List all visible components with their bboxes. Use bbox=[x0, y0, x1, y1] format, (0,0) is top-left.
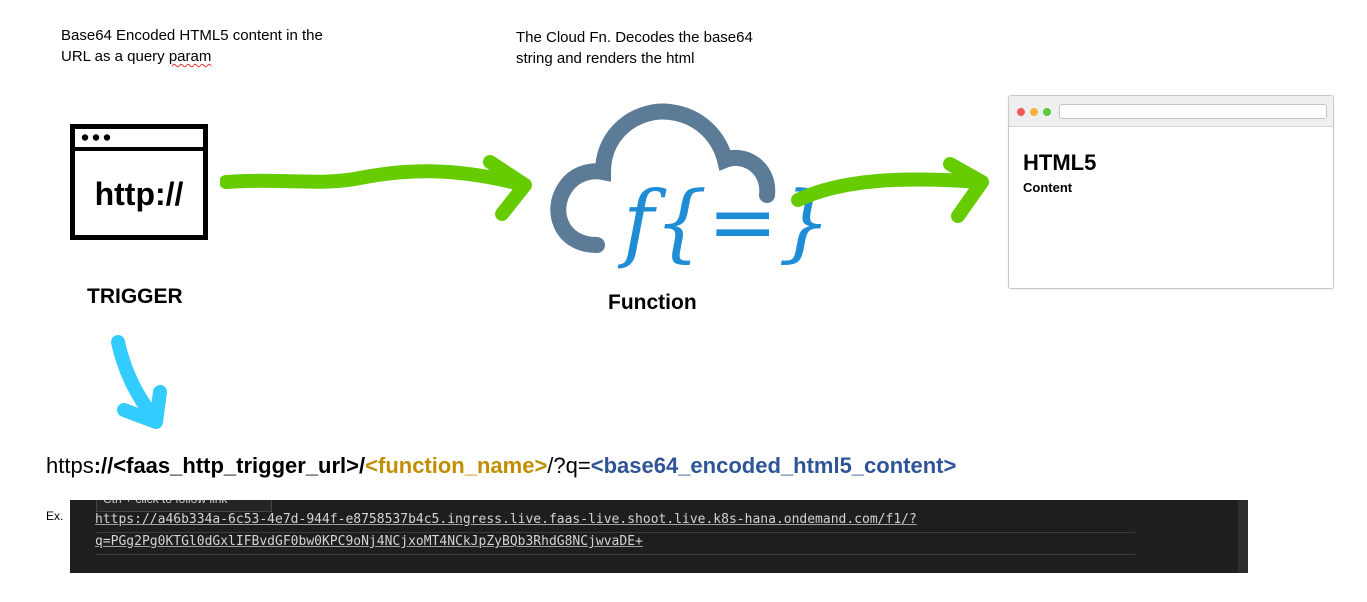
http-window-icon: http:// bbox=[70, 124, 208, 240]
trigger-label: TRIGGER bbox=[87, 285, 183, 308]
address-bar bbox=[1059, 104, 1327, 119]
trigger-caption-line2: URL as a query param bbox=[61, 46, 323, 67]
function-caption: The Cloud Fn. Decodes the base64 string … bbox=[516, 27, 753, 69]
example-url-line2[interactable]: q=PGg2Pg0KTGl0dGxlIFBvdGF0bw0KPC9oNj4NCj… bbox=[95, 534, 643, 549]
url-host-placeholder: <faas_http_trigger_url> bbox=[113, 453, 360, 478]
terminal-panel: Ctrl + click to follow link https://a46b… bbox=[70, 500, 1248, 573]
example-url-line1[interactable]: https://a46b334a-6c53-4e7d-944f-e8758537… bbox=[95, 512, 917, 527]
maximize-dot-icon bbox=[1043, 108, 1051, 116]
minimize-dot-icon bbox=[1030, 108, 1038, 116]
cloud-function-icon: f{=} bbox=[545, 100, 831, 280]
url-sep: / bbox=[359, 453, 366, 478]
terminal-scrollbar[interactable] bbox=[1238, 500, 1248, 573]
browser-heading: HTML5 bbox=[1023, 150, 1097, 175]
url-template: https://<faas_http_trigger_url>/<functio… bbox=[46, 453, 956, 479]
terminal-divider bbox=[95, 554, 1135, 555]
url-scheme: https bbox=[46, 453, 94, 478]
url-payload-placeholder: <base64_encoded_html5_content> bbox=[590, 453, 957, 478]
example-label: Ex. bbox=[46, 509, 64, 523]
spellcheck-word: param bbox=[168, 48, 212, 65]
browser-title-bar bbox=[1009, 96, 1333, 127]
browser-window: HTML5 Content bbox=[1008, 95, 1334, 289]
green-arrow-icon bbox=[220, 155, 532, 221]
http-icon-text: http:// bbox=[94, 176, 184, 212]
browser-content: Content bbox=[1023, 180, 1073, 195]
function-caption-line2: string and renders the html bbox=[516, 50, 695, 67]
url-function-placeholder: <function_name> bbox=[365, 453, 548, 478]
trigger-caption: Base64 Encoded HTML5 content in the URL … bbox=[61, 25, 323, 67]
trigger-caption-line2-text: URL as a query bbox=[61, 48, 169, 65]
function-caption-line1: The Cloud Fn. Decodes the base64 bbox=[516, 29, 753, 46]
function-label: Function bbox=[608, 291, 697, 314]
close-dot-icon bbox=[1017, 108, 1025, 116]
trigger-caption-line1: Base64 Encoded HTML5 content in the bbox=[61, 27, 323, 44]
blue-arrow-icon bbox=[111, 335, 167, 429]
terminal-divider bbox=[95, 532, 1135, 533]
link-tooltip: Ctrl + click to follow link bbox=[96, 500, 272, 512]
url-sep: :// bbox=[93, 453, 114, 478]
url-query: /?q= bbox=[547, 453, 591, 478]
green-arrow-icon bbox=[791, 157, 989, 223]
